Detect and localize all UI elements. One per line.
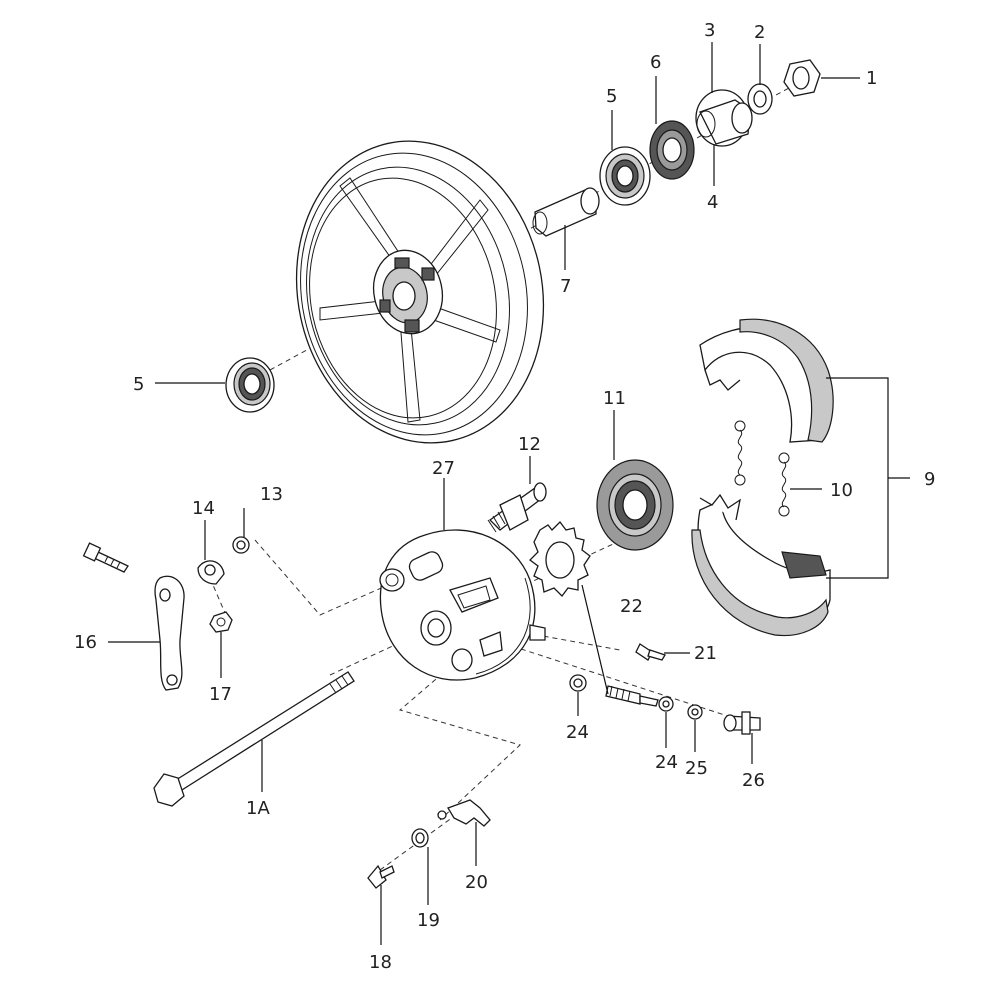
label-part-24-left: 24 — [566, 722, 589, 743]
washer-2 — [747, 83, 773, 115]
brake-plate-27 — [379, 529, 546, 681]
pinion-shaft — [605, 685, 659, 707]
lever-bolt — [82, 542, 129, 573]
screw-21 — [635, 643, 666, 661]
washer-24-left — [569, 674, 587, 692]
label-part-20: 20 — [465, 872, 488, 893]
axle-nut-1 — [783, 59, 821, 97]
washer-13 — [232, 536, 250, 554]
label-part-21: 21 — [694, 643, 717, 664]
label-part-5-right: 5 — [606, 86, 617, 107]
label-part-7: 7 — [560, 276, 571, 297]
part-labels: 1 2 3 4 5 6 7 5 9 10 11 12 13 14 16 17 1… — [74, 20, 935, 973]
label-part-2: 2 — [754, 22, 765, 43]
label-part-17: 17 — [209, 684, 232, 705]
axle-bolt-1A — [153, 671, 355, 807]
label-part-5-left: 5 — [133, 374, 144, 395]
drive-shaft-12 — [487, 482, 547, 533]
nut-17 — [209, 611, 233, 633]
brake-shoe-lower — [691, 493, 831, 637]
drive-gear-22 — [529, 521, 591, 597]
wheel-hub — [372, 249, 444, 335]
label-part-22: 22 — [620, 596, 643, 617]
bearing-11 — [596, 459, 674, 551]
wheel-rim — [295, 140, 545, 444]
axle-spacer-7 — [532, 187, 600, 237]
label-part-27: 27 — [432, 458, 455, 479]
washer-19 — [411, 828, 429, 848]
label-part-3: 3 — [704, 20, 715, 41]
label-part-26: 26 — [742, 770, 765, 791]
bearing-5-right — [599, 146, 651, 206]
bearing-5-left — [225, 357, 275, 413]
label-part-12: 12 — [518, 434, 541, 455]
label-part-4: 4 — [707, 192, 718, 213]
label-part-11: 11 — [603, 388, 626, 409]
label-part-14: 14 — [192, 498, 215, 519]
label-part-18: 18 — [369, 952, 392, 973]
label-part-10: 10 — [830, 480, 853, 501]
screw-18 — [367, 864, 395, 889]
brake-springs-10 — [734, 420, 790, 517]
washer-25 — [687, 704, 703, 720]
label-part-9: 9 — [924, 469, 935, 490]
label-part-1A: 1A — [246, 798, 270, 819]
label-part-25: 25 — [685, 758, 708, 779]
brake-shoe-upper — [699, 318, 834, 443]
hub-collar-3-4 — [695, 89, 753, 147]
label-part-19: 19 — [417, 910, 440, 931]
label-part-13: 13 — [260, 484, 283, 505]
cam-plate-20 — [437, 799, 491, 827]
label-part-16: 16 — [74, 632, 97, 653]
label-part-1: 1 — [866, 68, 877, 89]
fitting-26 — [723, 711, 761, 735]
oil-seal-6 — [649, 120, 695, 180]
leader-lines — [108, 42, 910, 945]
label-part-6: 6 — [650, 52, 661, 73]
brake-lever-16 — [154, 575, 185, 691]
label-part-24-right: 24 — [655, 752, 678, 773]
clip-14 — [197, 560, 225, 585]
wheel-spokes — [319, 177, 501, 423]
washer-24-right — [658, 696, 674, 712]
